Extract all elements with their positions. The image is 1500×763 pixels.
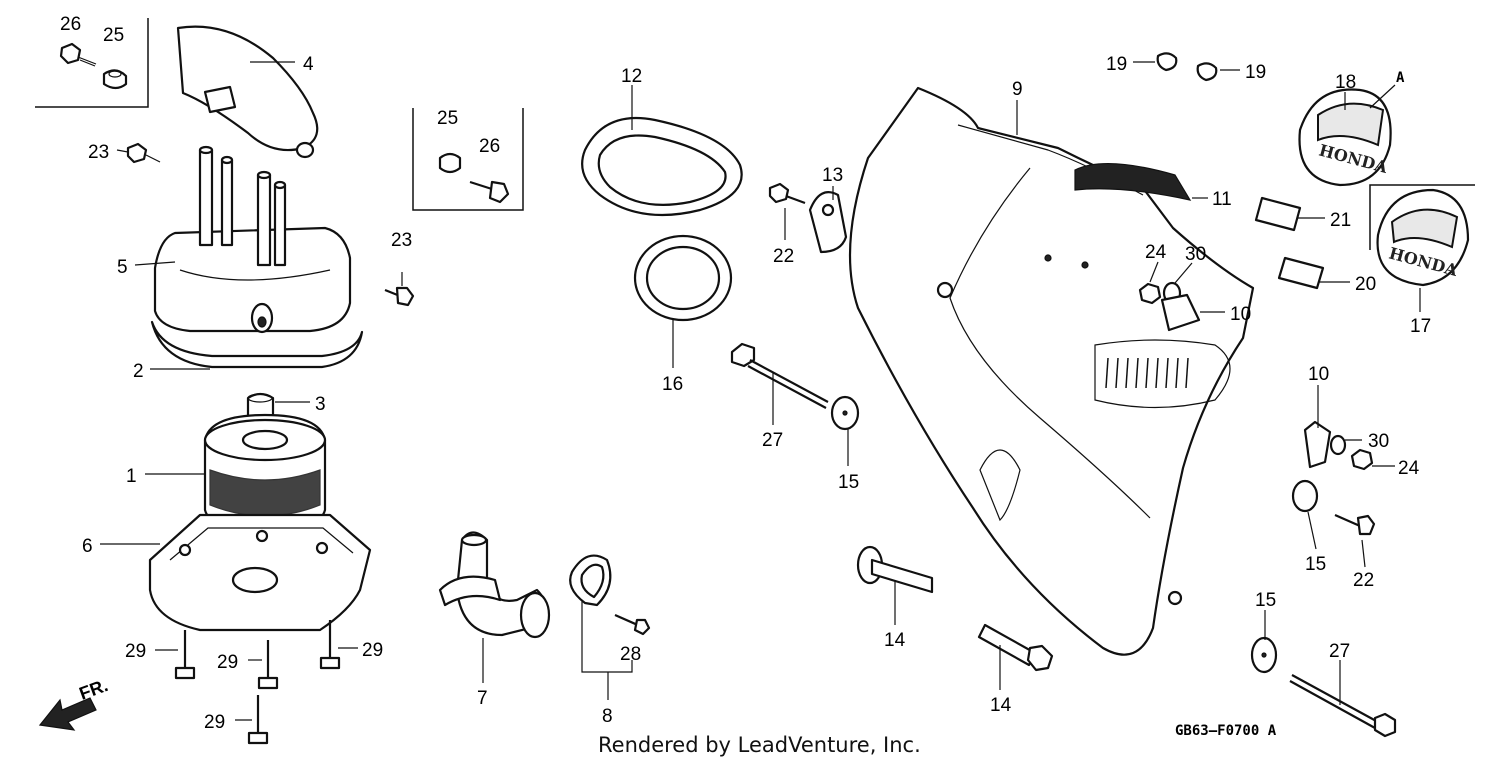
render-credit: Rendered by LeadVenture, Inc.	[598, 733, 921, 757]
callout-9: 9	[1012, 79, 1023, 100]
part-22-bolt-a	[768, 182, 806, 205]
part-6-case-lower	[148, 513, 372, 632]
callout-15-c: 15	[1255, 590, 1276, 611]
part-18-tank-emblem-a: HONDA	[1298, 88, 1392, 187]
callout-27-b: 27	[1329, 641, 1350, 662]
part-13-bracket	[808, 191, 848, 254]
part-8-clamp	[569, 554, 612, 607]
vent-slots	[1105, 357, 1189, 389]
part-17-tank-emblem-b: HONDA	[1369, 184, 1475, 287]
part-26-bolt-a	[59, 42, 97, 67]
callout-22-b: 22	[1353, 570, 1374, 591]
callout-29-d: 29	[204, 712, 225, 733]
part-25-nut-a	[102, 69, 128, 90]
callout-6: 6	[82, 536, 93, 557]
part-15-washer-a	[830, 395, 860, 431]
part-27-long-bolt-b	[1289, 674, 1397, 738]
callout-7: 7	[477, 688, 488, 709]
callout-4: 4	[303, 54, 314, 75]
callout-24-a: 24	[1145, 242, 1167, 263]
part-19-nut-b	[1196, 62, 1218, 82]
part-30-washer-b	[1329, 434, 1347, 456]
callout-21: 21	[1330, 210, 1351, 231]
callout-17: 17	[1410, 316, 1431, 337]
part-12-seal-ring	[581, 116, 743, 217]
callout-19-b: 19	[1245, 62, 1266, 83]
part-21-label	[1254, 196, 1302, 232]
callout-16: 16	[662, 374, 683, 395]
part-14-pin-a	[856, 545, 934, 594]
callout-19-a: 19	[1106, 54, 1127, 75]
fr-label: FR.	[77, 675, 111, 704]
part-19-nut-a	[1156, 52, 1178, 72]
part-23-bolt-b	[384, 286, 415, 307]
callout-18: 18	[1335, 72, 1356, 93]
part-9-side-cover	[848, 86, 1255, 656]
callout-30-a: 30	[1185, 244, 1206, 265]
part-15-washer-b	[1291, 479, 1319, 513]
callout-29-c: 29	[362, 640, 383, 661]
callout-2: 2	[133, 361, 144, 382]
part-29-screws	[174, 620, 341, 745]
callout-3: 3	[315, 394, 326, 415]
part-20-label	[1277, 256, 1325, 290]
part-4-cover	[176, 25, 319, 159]
callout-20: 20	[1355, 274, 1376, 295]
callout-14-a: 14	[884, 630, 906, 651]
part-24-nut-a	[1138, 282, 1162, 305]
callout-1: 1	[126, 466, 137, 487]
callout-8: 8	[602, 706, 613, 727]
part-5-case-upper	[153, 145, 352, 334]
part-10-bracket-b	[1303, 420, 1332, 469]
callout-22-a: 22	[773, 246, 794, 267]
callout-29-b: 29	[217, 652, 238, 673]
callout-15-b: 15	[1305, 554, 1326, 575]
callout-30-b: 30	[1368, 431, 1389, 452]
part-28-screw	[614, 613, 651, 636]
callout-10-b: 10	[1308, 364, 1329, 385]
part-7-elbow-tube	[438, 531, 551, 639]
callout-15-a: 15	[838, 472, 859, 493]
fr-arrow: FR.	[38, 675, 111, 731]
callout-26-a: 26	[60, 14, 81, 35]
part-24-nut-b	[1350, 448, 1374, 471]
part-11-emblem-strip	[1074, 162, 1192, 201]
callout-12: 12	[621, 66, 642, 87]
part-23-bolt-a	[126, 142, 161, 164]
callout-25-b: 25	[437, 108, 458, 129]
diagram-code: GB63–F0700 A	[1175, 723, 1277, 739]
part-25-nut-b	[438, 152, 462, 174]
part-14-pin-b	[977, 623, 1054, 672]
callout-5: 5	[117, 257, 128, 278]
callout-28: 28	[620, 644, 641, 665]
inset-box-top-left	[35, 18, 149, 108]
part-26-bolt-b	[469, 180, 510, 204]
callout-23-a: 23	[88, 142, 109, 163]
part-15-washer-c	[1250, 636, 1278, 674]
part-10-bracket-a	[1160, 293, 1201, 332]
callout-A: A	[1396, 70, 1405, 86]
inset-box-middle	[412, 108, 524, 211]
callout-29-a: 29	[125, 641, 146, 662]
part-1-filter-element	[203, 413, 327, 534]
callout-11: 11	[1212, 189, 1232, 210]
part-27-long-bolt-a	[730, 342, 829, 409]
callout-10-a: 10	[1230, 304, 1251, 325]
callouts: 26 25 4 23 5 2 3 1 6 29 29 29 29 25 26 2…	[60, 14, 1431, 733]
leader-lines	[100, 61, 1421, 721]
callout-23-b: 23	[391, 230, 412, 251]
callout-27-a: 27	[762, 430, 783, 451]
callout-14-b: 14	[990, 695, 1012, 716]
callout-24-b: 24	[1398, 458, 1420, 479]
part-16-ring	[633, 234, 733, 322]
callout-13: 13	[822, 165, 843, 186]
part-22-bolt-b	[1334, 513, 1376, 536]
callout-25-a: 25	[103, 25, 124, 46]
part-2-gasket	[150, 320, 364, 369]
callout-26-b: 26	[479, 136, 500, 157]
